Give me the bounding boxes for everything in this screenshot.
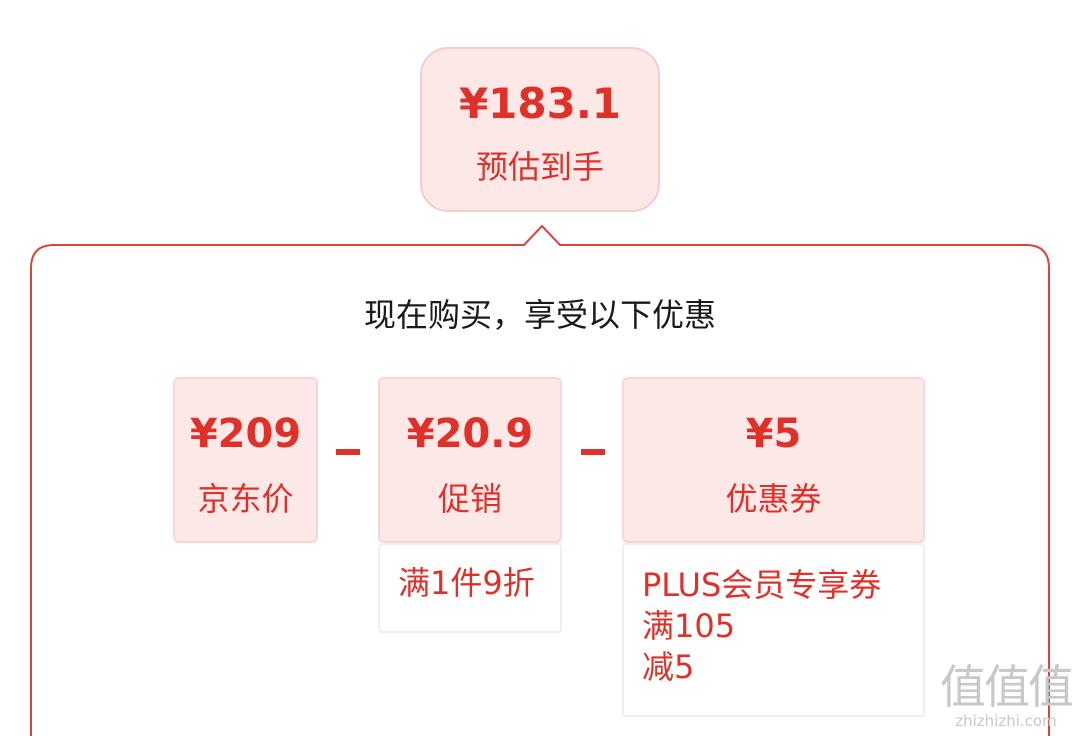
panel-heading: 现在购买，享受以下优惠 — [363, 296, 716, 334]
jd-price-label: 京东价 — [197, 480, 294, 518]
promotion-amount: ¥20.9 — [406, 411, 534, 457]
coupon-detail-line: PLUS会员专享券 — [642, 566, 882, 604]
coupon-amount: ¥5 — [745, 411, 802, 457]
estimated-price-label: 预估到手 — [475, 148, 604, 186]
watermark-url: zhizhizhi.com — [955, 712, 1057, 730]
estimated-price-badge: ¥183.1 预估到手 — [420, 47, 660, 212]
jd-price-card: ¥209 京东价 — [173, 377, 318, 543]
coupon-card: ¥5 优惠券 — [622, 377, 925, 543]
jd-price-amount: ¥209 — [189, 411, 302, 457]
estimated-price: ¥183.1 — [458, 79, 622, 128]
promotion-detail: 满1件9折 — [378, 543, 562, 633]
coupon-detail-line: 满105 — [642, 607, 736, 645]
coupon-label: 优惠券 — [725, 480, 822, 518]
minus-sign — [336, 449, 360, 455]
watermark-logo: 值值值 — [940, 660, 1074, 714]
promotion-label: 促销 — [437, 480, 502, 518]
promotion-detail-line: 满1件9折 — [398, 564, 535, 602]
minus-sign — [581, 449, 605, 455]
coupon-detail-line: 减5 — [642, 648, 695, 686]
watermark: 值值值 zhizhizhi.com — [940, 660, 1074, 730]
promotion-card: ¥20.9 促销 — [378, 377, 562, 543]
coupon-detail: PLUS会员专享券 满105 减5 — [622, 543, 925, 717]
